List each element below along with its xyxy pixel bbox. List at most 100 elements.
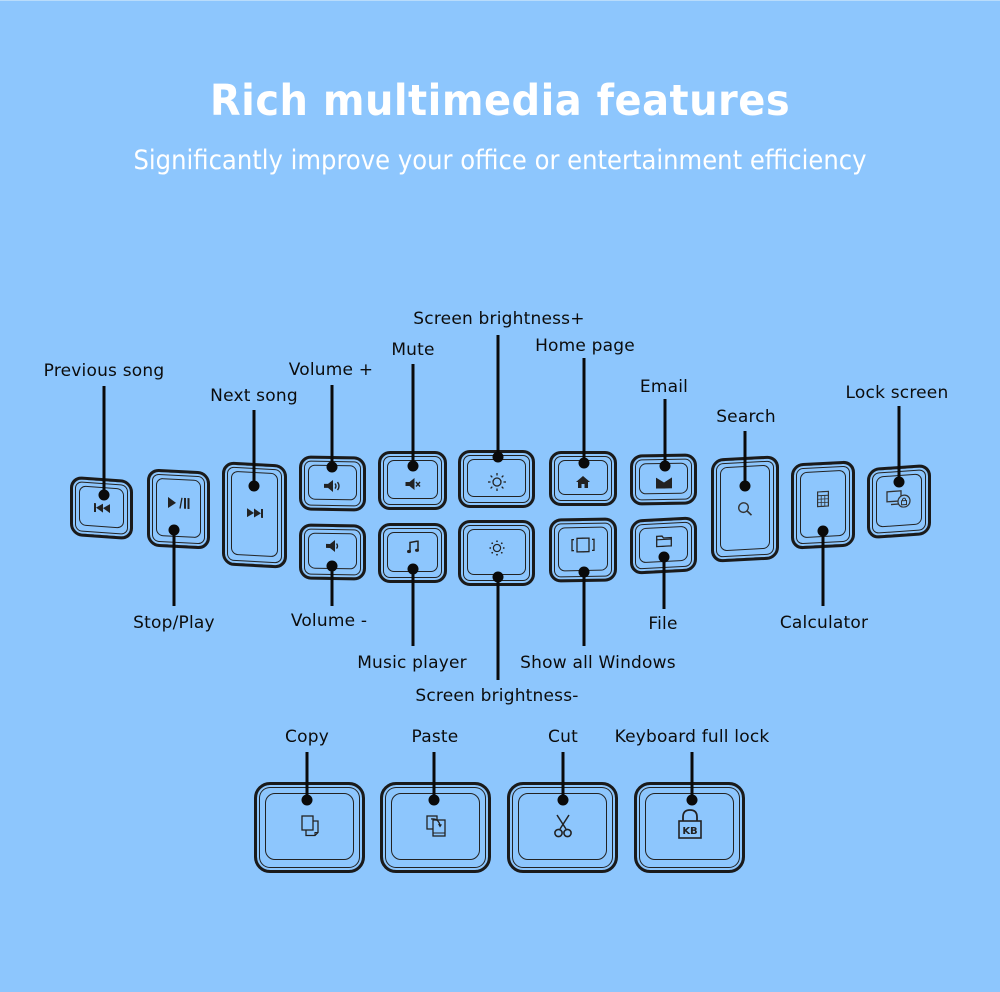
leader-line	[496, 577, 500, 680]
leader-line	[690, 752, 694, 800]
key-cap	[265, 793, 354, 860]
label-show-all-windows: Show all Windows	[520, 653, 676, 673]
volume-up-key[interactable]	[299, 455, 366, 512]
leader-dot	[492, 451, 504, 463]
leader-line	[252, 410, 256, 486]
label-cut: Cut	[548, 727, 578, 747]
brightness-down-key[interactable]	[458, 520, 535, 586]
label-email: Email	[639, 377, 689, 397]
leader-dot	[301, 794, 313, 806]
leader-line	[172, 530, 176, 606]
leader-line	[663, 399, 667, 466]
svg-text:KB: KB	[682, 826, 697, 837]
calculator-key[interactable]	[791, 460, 855, 550]
scissors-icon	[553, 814, 572, 838]
folder-icon	[655, 534, 672, 547]
copy-icon	[300, 814, 319, 837]
next-track-icon	[246, 508, 263, 518]
show-windows-icon	[571, 537, 595, 553]
leader-line	[743, 431, 747, 486]
volume-down-icon	[325, 540, 340, 553]
leader-line	[897, 406, 901, 482]
top-border	[0, 0, 1000, 1]
leader-line	[411, 364, 415, 466]
leader-line	[582, 358, 586, 463]
email-key[interactable]	[630, 453, 697, 506]
calculator-icon	[817, 490, 829, 508]
leader-dot	[658, 551, 670, 563]
music-note-icon	[406, 540, 419, 554]
show-all-windows-key[interactable]	[549, 517, 617, 583]
leader-dot	[893, 476, 905, 488]
leader-line	[496, 335, 500, 457]
next-song-key[interactable]	[222, 461, 287, 569]
email-icon	[655, 476, 672, 489]
label-home-page: Home page	[535, 336, 635, 356]
leader-dot	[492, 571, 504, 583]
leader-line	[330, 566, 334, 606]
leader-dot	[578, 457, 590, 469]
leader-dot	[817, 525, 829, 537]
leader-dot	[407, 460, 419, 472]
home-icon	[576, 475, 590, 488]
key-cap	[391, 793, 480, 860]
leader-dot	[326, 560, 338, 572]
label-search: Search	[716, 407, 776, 427]
leader-dot	[659, 460, 671, 472]
leader-dot	[686, 794, 698, 806]
label-file: File	[648, 614, 678, 634]
search-key[interactable]	[711, 455, 779, 563]
label-music-player: Music player	[357, 653, 467, 673]
page-title: Rich multimedia features	[209, 76, 791, 126]
label-keyboard-lock: Keyboard full lock	[614, 727, 770, 747]
label-copy: Copy	[285, 727, 329, 747]
label-mute: Mute	[391, 340, 435, 360]
keyboard-lock-key[interactable]: KB	[634, 782, 745, 873]
label-volume-down: Volume -	[290, 611, 368, 631]
keyboard-lock-icon: KB	[677, 808, 702, 839]
previous-song-key[interactable]	[70, 475, 133, 541]
page-subtitle: Significantly improve your office or ent…	[133, 145, 867, 176]
leader-dot	[557, 794, 569, 806]
leader-dot	[98, 489, 110, 501]
play-pause-icon	[167, 496, 190, 510]
lock-screen-icon	[886, 489, 912, 509]
label-paste: Paste	[411, 727, 459, 747]
label-brightness-up: Screen brightness+	[413, 309, 585, 329]
brightness-down-icon	[488, 539, 506, 557]
volume-up-icon	[323, 479, 342, 492]
leader-line	[305, 752, 309, 800]
leader-dot	[739, 480, 751, 492]
label-calculator: Calculator	[779, 613, 869, 633]
leader-line	[330, 385, 334, 467]
mute-icon	[405, 477, 420, 490]
label-volume-up: Volume +	[288, 360, 374, 380]
leader-line	[821, 531, 825, 606]
leader-dot	[407, 563, 419, 575]
stop-play-key[interactable]	[147, 468, 210, 550]
search-icon	[737, 501, 753, 517]
label-lock-screen: Lock screen	[845, 383, 949, 403]
label-next-song: Next song	[210, 386, 298, 406]
label-stop-play: Stop/Play	[133, 613, 215, 633]
previous-track-icon	[93, 502, 110, 514]
volume-down-key[interactable]	[299, 523, 366, 581]
leader-dot	[248, 480, 260, 492]
leader-line	[102, 386, 106, 495]
label-brightness-down: Screen brightness-	[415, 686, 579, 706]
leader-line	[432, 752, 436, 800]
leader-line	[582, 572, 586, 646]
leader-dot	[326, 461, 338, 473]
leader-line	[662, 557, 666, 609]
lock-screen-key[interactable]	[867, 463, 931, 540]
paste-icon	[425, 814, 446, 837]
cut-key[interactable]	[507, 782, 618, 873]
brightness-up-icon	[487, 472, 507, 492]
leader-dot	[578, 566, 590, 578]
leader-dot	[428, 794, 440, 806]
file-key[interactable]	[630, 516, 697, 575]
leader-dot	[168, 524, 180, 536]
key-cap	[645, 793, 734, 860]
leader-line	[411, 569, 415, 646]
label-previous-song: Previous song	[43, 361, 165, 381]
